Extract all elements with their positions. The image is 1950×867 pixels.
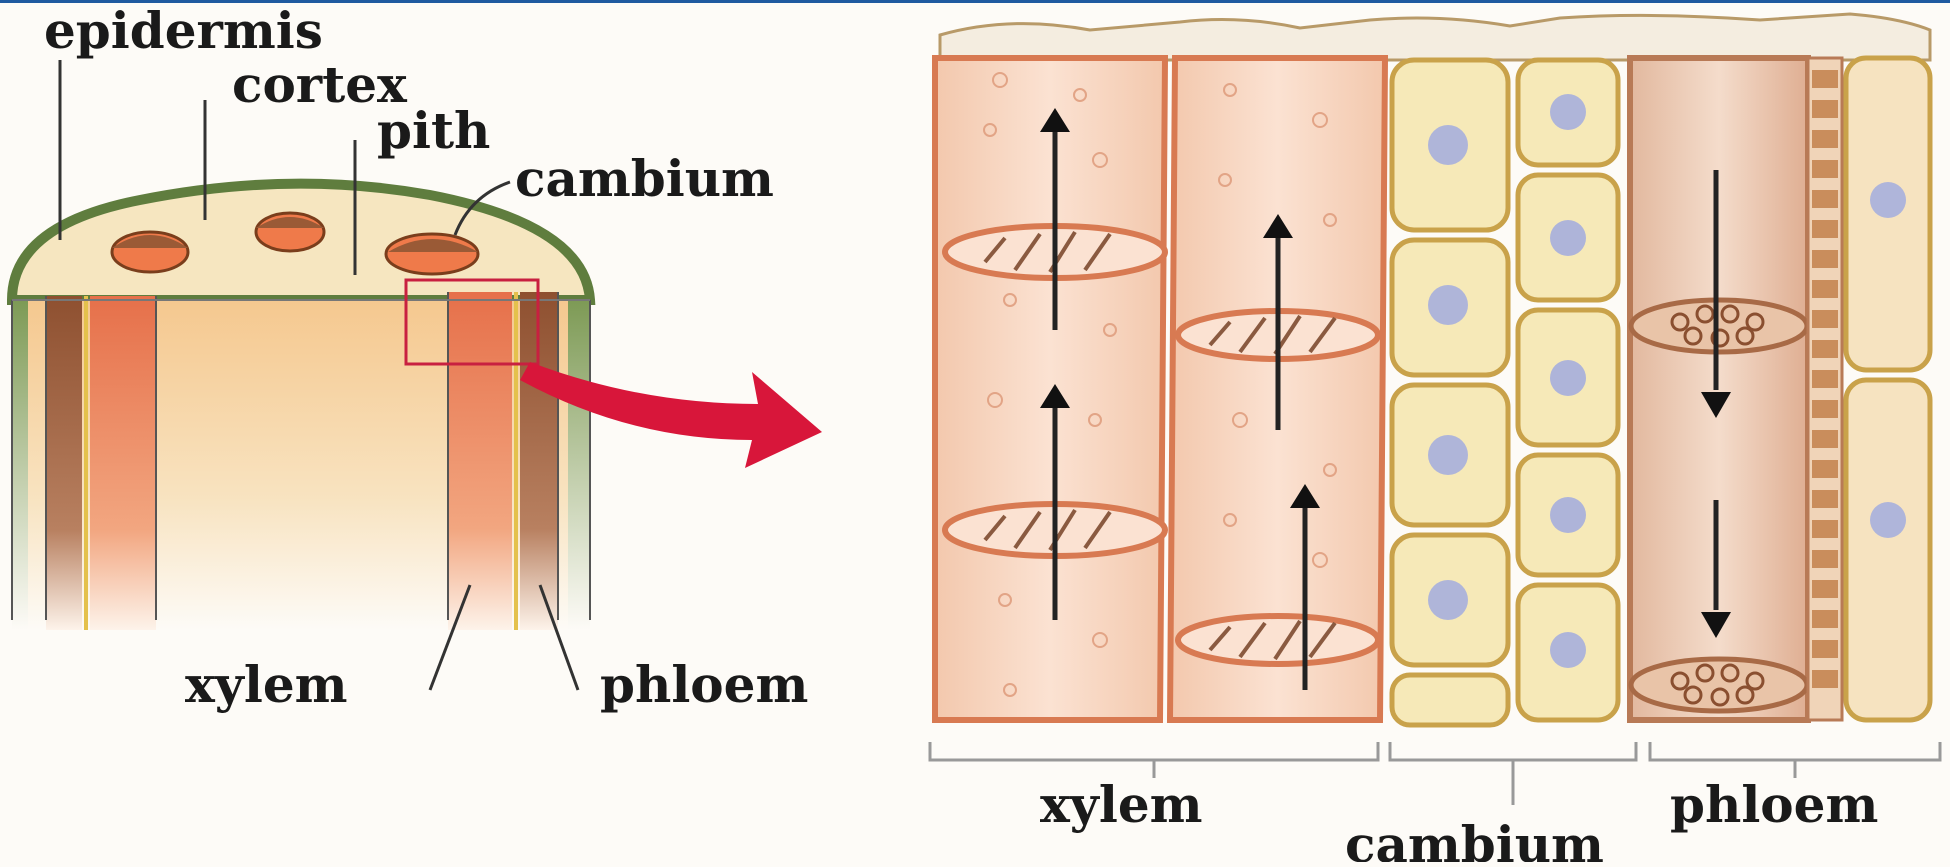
xylem-strand-left <box>90 296 156 630</box>
label-phloem-tissue: phloem <box>1670 775 1878 834</box>
label-phloem-stem: phloem <box>600 655 808 714</box>
xylem-vessel-1 <box>935 58 1165 720</box>
label-pith: pith <box>377 101 490 160</box>
tissue-detail <box>935 14 1930 725</box>
phloem-strand-left <box>46 296 82 630</box>
xylem-strand-right <box>448 292 512 630</box>
cambium-cells <box>1392 60 1618 725</box>
epidermis-right <box>568 300 590 630</box>
label-cambium-stem: cambium <box>515 149 774 208</box>
stem-section <box>12 60 590 690</box>
label-epidermis: epidermis <box>44 1 323 60</box>
epidermis-left <box>12 300 28 630</box>
label-xylem-stem: xylem <box>185 655 348 714</box>
label-xylem-tissue: xylem <box>1040 775 1203 834</box>
label-cambium-tissue: cambium <box>1345 815 1604 862</box>
